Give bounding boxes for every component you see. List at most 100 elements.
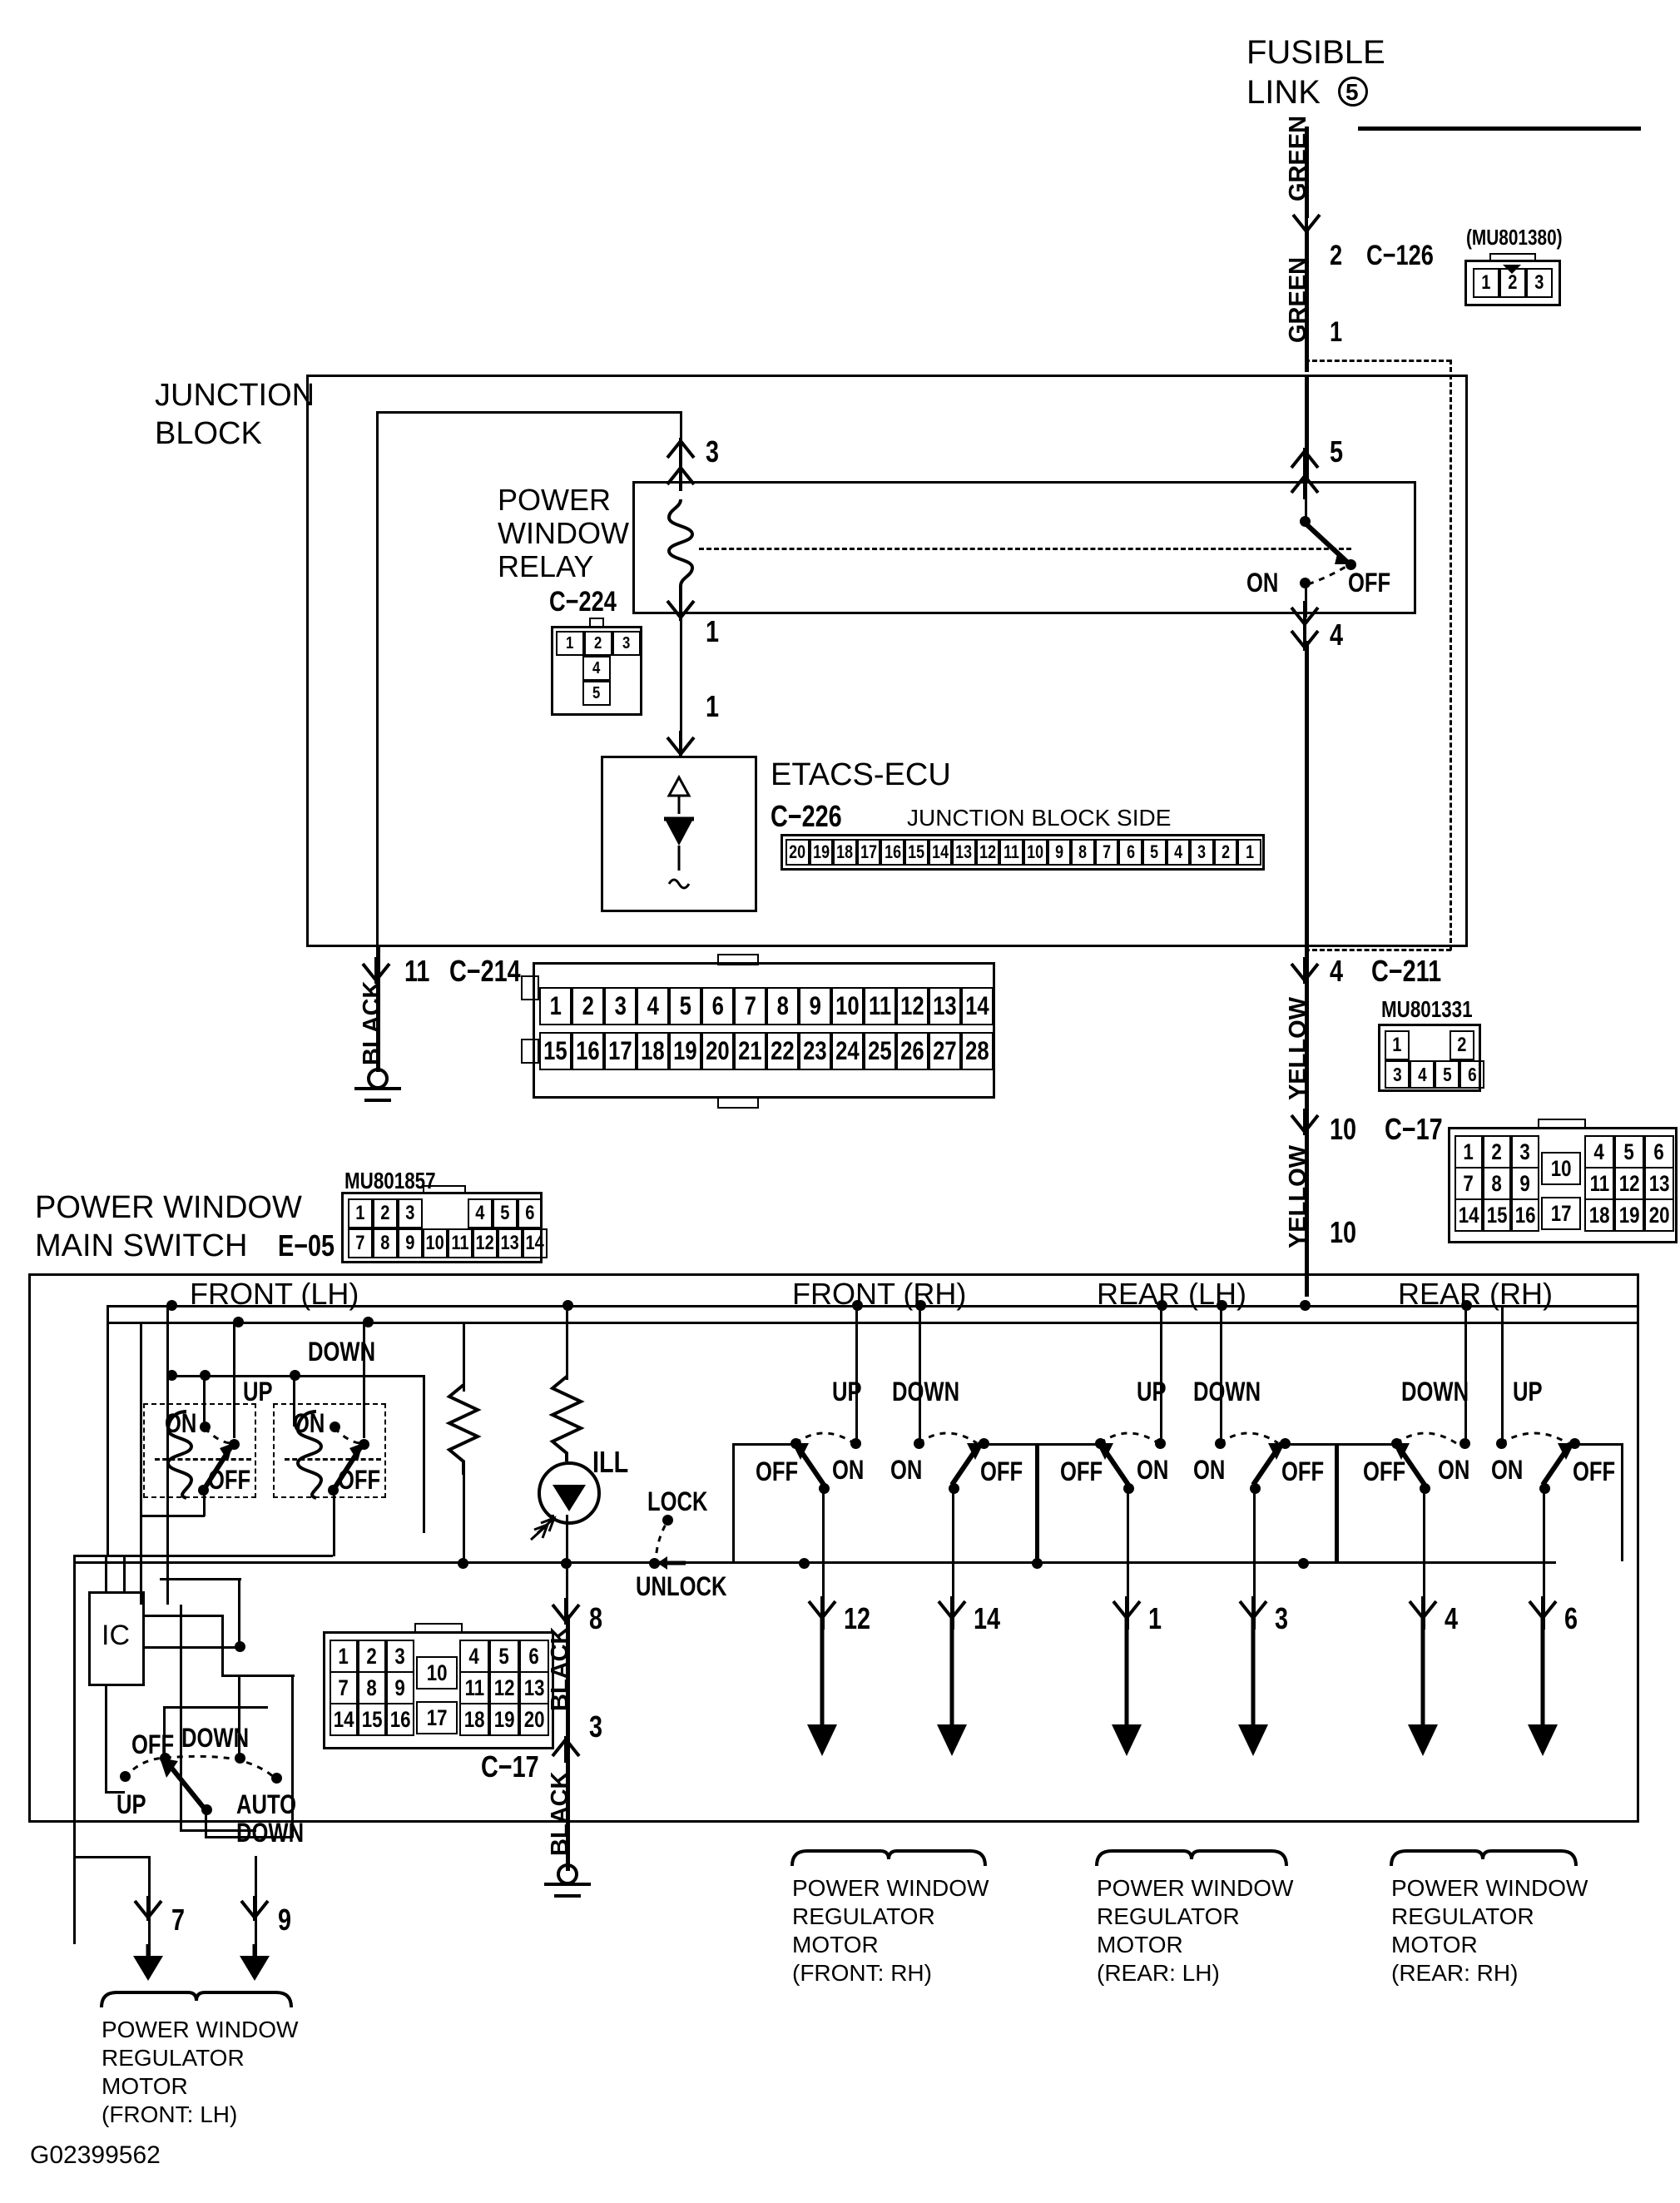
c17-lower-connector-id: C−17 (481, 1749, 539, 1784)
flh-motor-a-h (73, 1856, 150, 1858)
c126-pin-bottom: 1 (1330, 316, 1343, 348)
pin-c214-24: 24 (831, 1032, 864, 1070)
relay-on-label: ON (1246, 568, 1279, 598)
motor-rrh-label-3: MOTOR (1391, 1932, 1478, 1957)
pin-mu801331-2: 2 (1450, 1030, 1474, 1060)
motor-rlh-pin-b: 3 (1275, 1601, 1289, 1635)
flh-right-coil-symbol (295, 1410, 324, 1500)
relay-contact-dashed-arc (1307, 563, 1350, 586)
flh-resistor-top-wire (463, 1322, 465, 1392)
pin-c17l-6: 6 (519, 1640, 549, 1673)
motor-rlh-label-4: (REAR: LH) (1097, 1960, 1220, 1986)
jb-inner-left-vertical (376, 411, 379, 950)
c17-lower-pin-number: 10 (1330, 1215, 1357, 1249)
pin-c214-28: 28 (961, 1032, 994, 1070)
pin-mu801380-2: 2 (1499, 268, 1526, 298)
arrow-motor-rlh-a-tip (1112, 1618, 1142, 1756)
rlh-up-on-label: ON (1137, 1455, 1169, 1485)
c126-connector-id: C−126 (1366, 240, 1434, 271)
pin-c214-8: 8 (766, 987, 799, 1025)
flh-up-drop (233, 1322, 235, 1438)
motor-rlh-label-1: POWER WINDOW (1097, 1875, 1294, 1901)
pin-mu801857-4: 4 (468, 1198, 493, 1228)
flh-up-label: UP (243, 1377, 273, 1407)
relay-pin5-wire (1305, 375, 1309, 481)
pin-c226-4: 4 (1166, 839, 1191, 866)
flh-right-coil-dash (285, 1458, 381, 1461)
relay-coil-contact-link (699, 548, 1351, 550)
c126-pin-top: 2 (1330, 240, 1343, 271)
lower-bus-dot-rlh (1032, 1558, 1043, 1569)
fusible-link-label-line1: FUSIBLE (1246, 34, 1385, 71)
flh-left-blade (202, 1443, 234, 1490)
auto-blade-out-h (205, 1836, 293, 1838)
pin-c17l-5: 5 (489, 1640, 519, 1673)
rrh-up-on-label: ON (1491, 1455, 1524, 1485)
motor-rlh-label-3: MOTOR (1097, 1932, 1183, 1957)
junction-block-side-label: JUNCTION BLOCK SIDE (907, 805, 1172, 831)
rlh-down-drop (1220, 1305, 1222, 1443)
switch-lower-return-bus (73, 1561, 1556, 1564)
ic-out-dot (235, 1641, 245, 1652)
ic-in-wire-1 (105, 1555, 107, 1593)
black-label-lower: BLACK (547, 1771, 573, 1857)
frh-motor-b-wire (952, 1488, 954, 1630)
brace-motor-flh (100, 1991, 293, 2008)
pin-c214-18: 18 (637, 1032, 669, 1070)
pin-c226-8: 8 (1071, 839, 1095, 866)
rrh-down-contact-dot (1459, 1438, 1470, 1449)
frh-right-off-top (982, 1443, 1037, 1446)
ic-block-box (88, 1591, 145, 1686)
pin-c17l-16: 16 (386, 1703, 414, 1736)
connector-mu801380-tab (1489, 253, 1536, 261)
frh-left-off-top (732, 1443, 797, 1446)
pin-c17l-12: 12 (489, 1671, 519, 1704)
motor-frh-label-4: (FRONT: RH) (792, 1960, 932, 1986)
pin-c214-25: 25 (864, 1032, 896, 1070)
pin-c214-6: 6 (701, 987, 734, 1025)
pin-c17u-11: 11 (1584, 1167, 1614, 1200)
pin-c17u-8: 8 (1483, 1167, 1511, 1200)
connector-mu801331 (1378, 1024, 1481, 1092)
c17-upper-connector-id: C−17 (1385, 1112, 1443, 1146)
pin-c226-3: 3 (1190, 839, 1214, 866)
rrh-up-top (1464, 1305, 1504, 1307)
auto-blade-out-wire (205, 1809, 207, 1838)
resistor-left-symbol (445, 1383, 482, 1475)
rrh-down-label: DOWN (1401, 1377, 1469, 1407)
pin-c17u-15: 15 (1483, 1198, 1511, 1232)
arrow-motor-rlh-b-tip (1238, 1618, 1268, 1756)
flh-on-right-drop (293, 1375, 295, 1426)
relay-coil-symbol (667, 499, 695, 598)
pin-c17u-2: 2 (1483, 1135, 1511, 1168)
relay-pin4-stem (1305, 583, 1307, 618)
rrh-up-label: UP (1513, 1377, 1543, 1407)
pin-c214-22: 22 (766, 1032, 799, 1070)
arrow-motor-rrh-a-tip (1408, 1618, 1438, 1756)
pin-mu801857-1: 1 (348, 1198, 373, 1228)
relay-label-line3: RELAY (498, 549, 594, 583)
ill-top-wire (566, 1305, 568, 1380)
pin-c214-2: 2 (572, 987, 604, 1025)
pin-c214-17: 17 (604, 1032, 637, 1070)
pin-c214-19: 19 (669, 1032, 701, 1070)
arrow-motor-flh-a-top (133, 1896, 163, 1921)
main-switch-body-box (28, 1273, 1639, 1823)
rlh-left-blade (1097, 1441, 1131, 1486)
pin-mu801331-5: 5 (1435, 1060, 1459, 1089)
frh-left-blade (792, 1441, 826, 1486)
pin-c226-1: 1 (1237, 839, 1261, 866)
pin-mu801857-13: 13 (498, 1228, 523, 1258)
frh-up-label: UP (832, 1377, 862, 1407)
pin-c17l-1: 1 (330, 1640, 358, 1673)
black-label-c214: BLACK (359, 980, 385, 1066)
etacs-ecu-label: ETACS-ECU (771, 757, 951, 792)
arrow-motor-flh-b-tip (240, 1944, 270, 1981)
rrh-up-drop (1501, 1305, 1504, 1443)
arrow-motor-flh-b-top (240, 1896, 270, 1921)
c214-pin-number: 11 (404, 954, 430, 988)
arrow-relay-pin3 (666, 438, 696, 464)
rrh-left-off-label: OFF (1363, 1456, 1406, 1486)
ic-out-wire-mid (145, 1646, 240, 1649)
